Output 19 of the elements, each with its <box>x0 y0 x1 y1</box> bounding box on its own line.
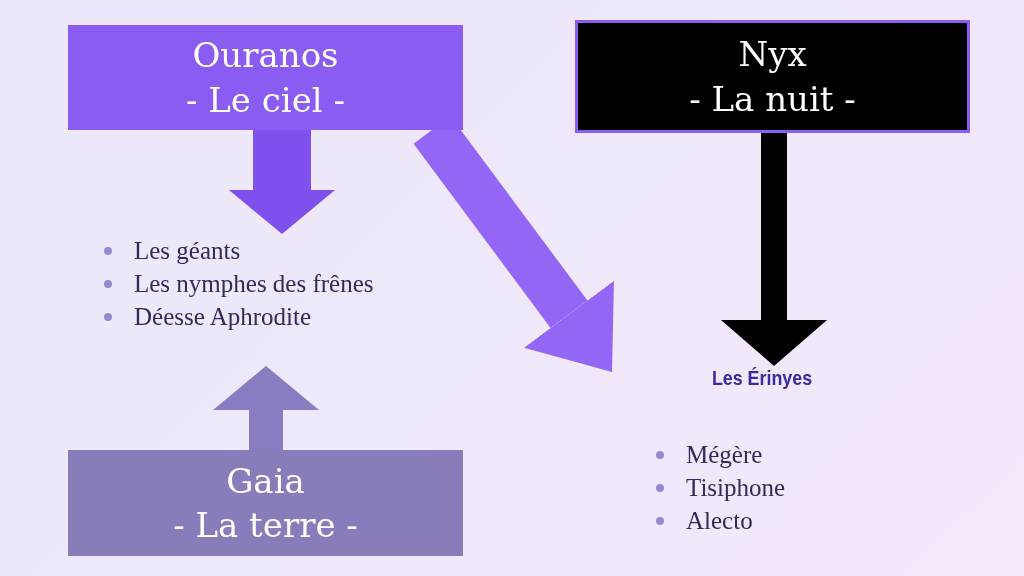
list-item: Déesse Aphrodite <box>100 300 430 333</box>
gaia-box <box>68 450 463 556</box>
list-item: Mégère <box>652 438 912 471</box>
ouranos-box <box>68 25 463 130</box>
list-item: Alecto <box>652 504 912 537</box>
subtitle: - La terre - <box>173 504 358 547</box>
block-arrow <box>213 366 319 450</box>
subtitle: - Le ciel - <box>186 78 345 122</box>
nyx-box <box>575 20 970 133</box>
list-item: Les nymphes des frênes <box>100 267 430 300</box>
list-item: Les géants <box>100 234 430 267</box>
block-arrow <box>721 133 827 366</box>
group-heading: Les Érinyes <box>710 366 814 390</box>
subtitle: - La nuit - <box>689 77 856 121</box>
block-arrow <box>229 130 335 234</box>
list-item: Tisiphone <box>652 471 912 504</box>
name-label: Ouranos <box>192 34 339 78</box>
name-label: Nyx <box>738 33 807 77</box>
name-label: Gaia <box>226 459 305 503</box>
